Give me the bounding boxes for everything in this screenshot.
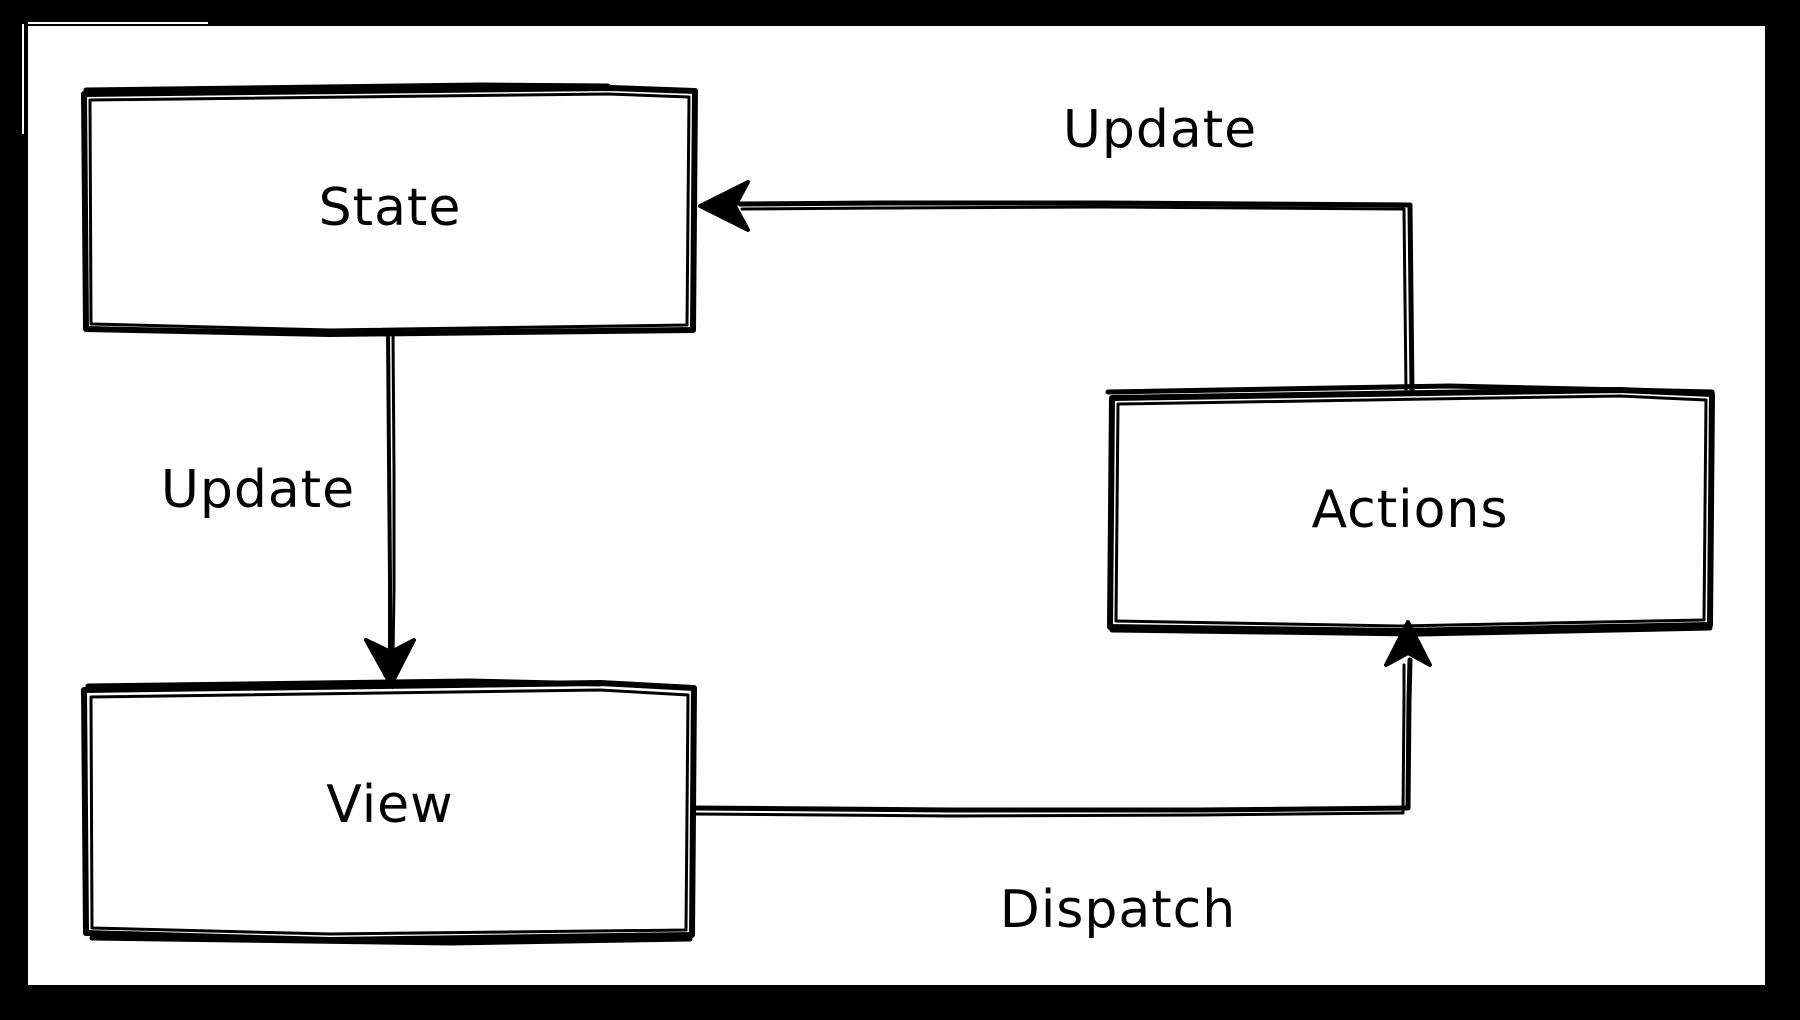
frame-hairline-top <box>28 22 208 24</box>
node-view[interactable] <box>84 683 693 935</box>
node-state-shape[interactable] <box>81 82 698 337</box>
node-actions[interactable] <box>1108 390 1712 625</box>
edge-state-to-view[interactable] <box>364 328 416 690</box>
node-view-shape[interactable] <box>81 678 697 946</box>
node-actions-shape[interactable] <box>1105 383 1715 637</box>
frame-hairline-left <box>22 24 24 134</box>
edge-actions-to-state[interactable] <box>698 180 1415 393</box>
edge-view-to-actions[interactable] <box>690 620 1432 818</box>
node-state[interactable] <box>84 88 693 330</box>
